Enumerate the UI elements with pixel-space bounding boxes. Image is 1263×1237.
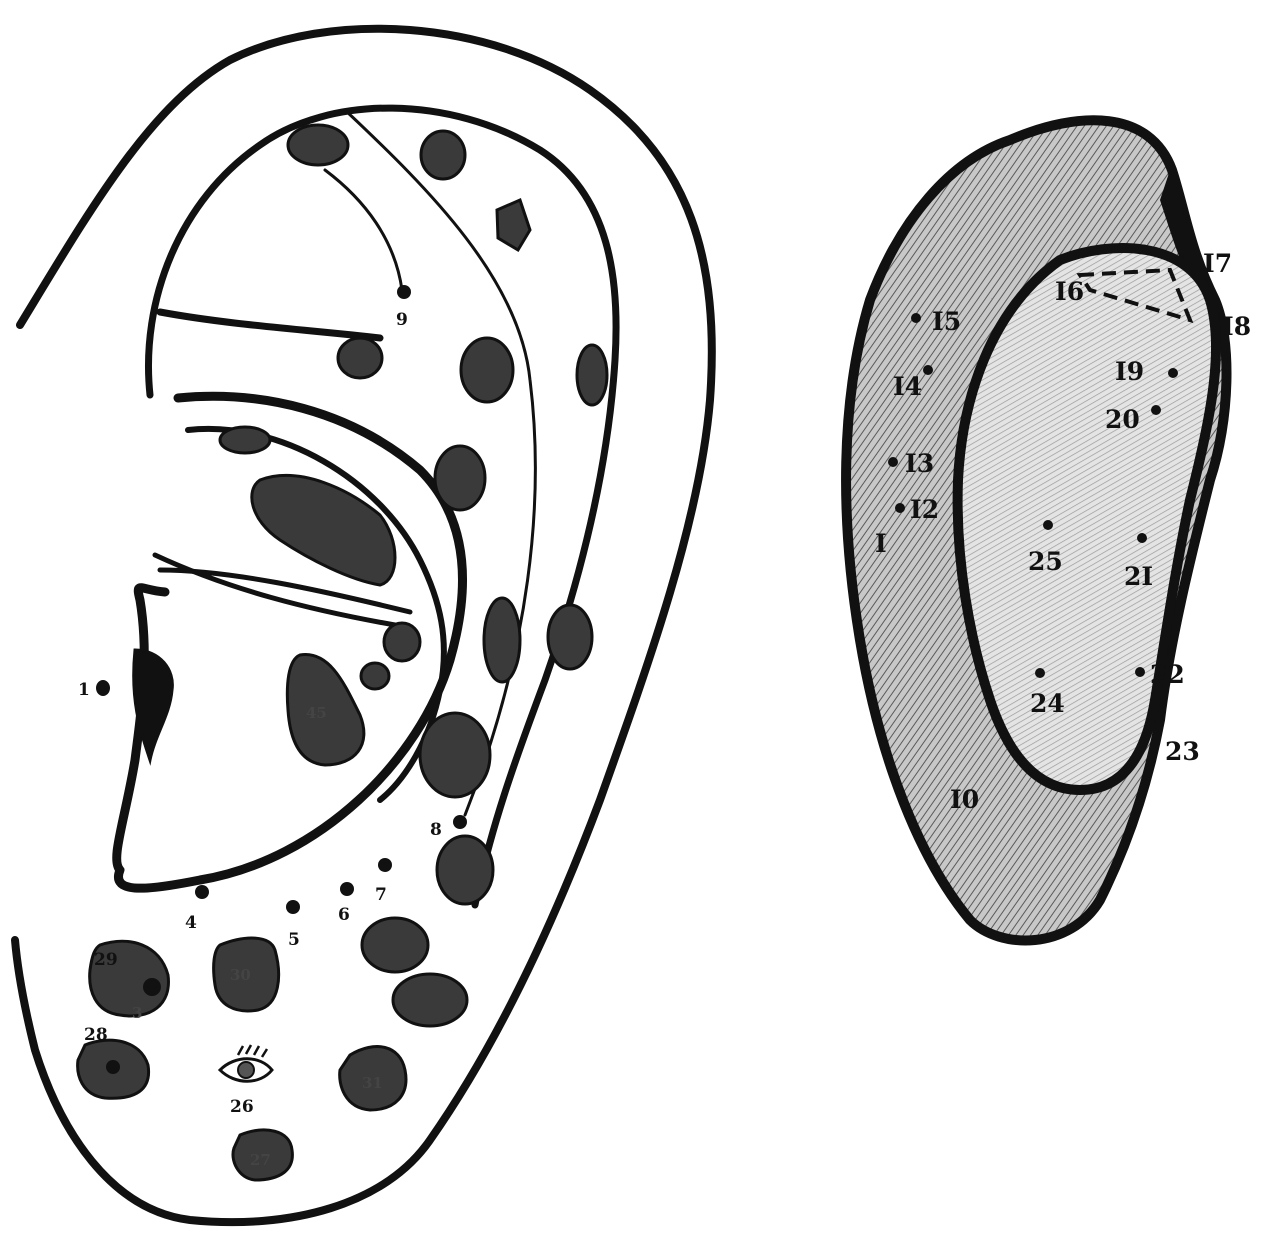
back-dot-14: [923, 365, 933, 375]
spot-scapha-1: [461, 338, 513, 402]
back-label-18: I8: [1222, 312, 1251, 341]
spot-top-right: [421, 131, 465, 179]
label-29: 29: [94, 950, 118, 970]
dot-4: [195, 885, 209, 899]
back-dot-12: [895, 503, 905, 513]
spot-scapha-4: [420, 713, 490, 797]
spot-crus: [220, 427, 270, 453]
spot-helix-1: [497, 200, 530, 250]
spot-28-center: [106, 1060, 120, 1074]
label-9: 9: [396, 310, 408, 330]
back-ear: I7 I6 I8 I5 I4 I9 20 I3 I2 I 25 2I 22 24…: [846, 120, 1251, 940]
label-4: 4: [185, 913, 197, 933]
back-ear-inner: [958, 248, 1216, 790]
spot-lobe-2: [393, 974, 467, 1026]
dot-6: [340, 882, 354, 896]
spot-fossa: [338, 338, 382, 378]
label-1: 1: [78, 680, 90, 700]
back-label-20: 20: [1105, 405, 1140, 434]
back-dot-13: [888, 457, 898, 467]
spot-helix-3: [548, 605, 592, 669]
label-45: 45: [306, 704, 327, 722]
label-8: 8: [430, 820, 442, 840]
back-label-1: I: [875, 529, 887, 558]
spot-helix-4: [437, 836, 493, 904]
spot-helix-2: [577, 345, 607, 405]
back-dot-24: [1035, 668, 1045, 678]
back-label-16: I6: [1055, 277, 1084, 306]
label-3: 3: [132, 1004, 142, 1022]
back-dot-20: [1151, 405, 1161, 415]
label-31: 31: [362, 1074, 383, 1092]
label-5: 5: [288, 930, 300, 950]
dot-9: [397, 285, 411, 299]
label-7: 7: [375, 885, 387, 905]
back-label-23: 23: [1165, 737, 1200, 766]
back-dot-19: [1168, 368, 1178, 378]
label-26: 26: [230, 1097, 254, 1117]
spot-scapha-2: [435, 446, 485, 510]
spot-top-left: [288, 125, 348, 165]
spot-lobe-1: [362, 918, 428, 972]
back-label-19: I9: [1115, 357, 1144, 386]
back-dot-25: [1043, 520, 1053, 530]
dot-7: [378, 858, 392, 872]
spot-concha-small-1: [384, 623, 420, 661]
label-6: 6: [338, 905, 350, 925]
back-label-21: 2I: [1124, 562, 1153, 591]
back-label-25: 25: [1028, 547, 1063, 576]
fossa-line: [325, 170, 402, 290]
spot-scapha-3: [484, 598, 520, 682]
dot-1: [96, 680, 110, 696]
label-30: 30: [230, 966, 251, 984]
label-28: 28: [84, 1025, 108, 1045]
spot-45-upper: [252, 475, 395, 585]
upper-crus: [160, 312, 380, 338]
back-dot-22: [1135, 667, 1145, 677]
front-ear: 1 4 5 6 7 8 9 26 28 29 30 3 27 31 45: [15, 29, 712, 1222]
back-label-12: I2: [910, 495, 939, 524]
spot-concha-small-2: [361, 663, 389, 689]
spot-3-center: [143, 978, 161, 996]
label-27: 27: [250, 1151, 271, 1169]
back-label-17: I7: [1203, 249, 1232, 278]
back-dot-21: [1137, 533, 1147, 543]
dot-5: [286, 900, 300, 914]
back-label-10: I0: [950, 785, 979, 814]
back-label-13: I3: [905, 449, 934, 478]
back-label-22: 22: [1150, 660, 1185, 689]
eye-icon: [220, 1045, 272, 1081]
dot-8: [453, 815, 467, 829]
back-label-24: 24: [1030, 689, 1065, 718]
back-label-15: I5: [932, 307, 961, 336]
back-label-14: I4: [893, 372, 922, 401]
back-dot-15: [911, 313, 921, 323]
